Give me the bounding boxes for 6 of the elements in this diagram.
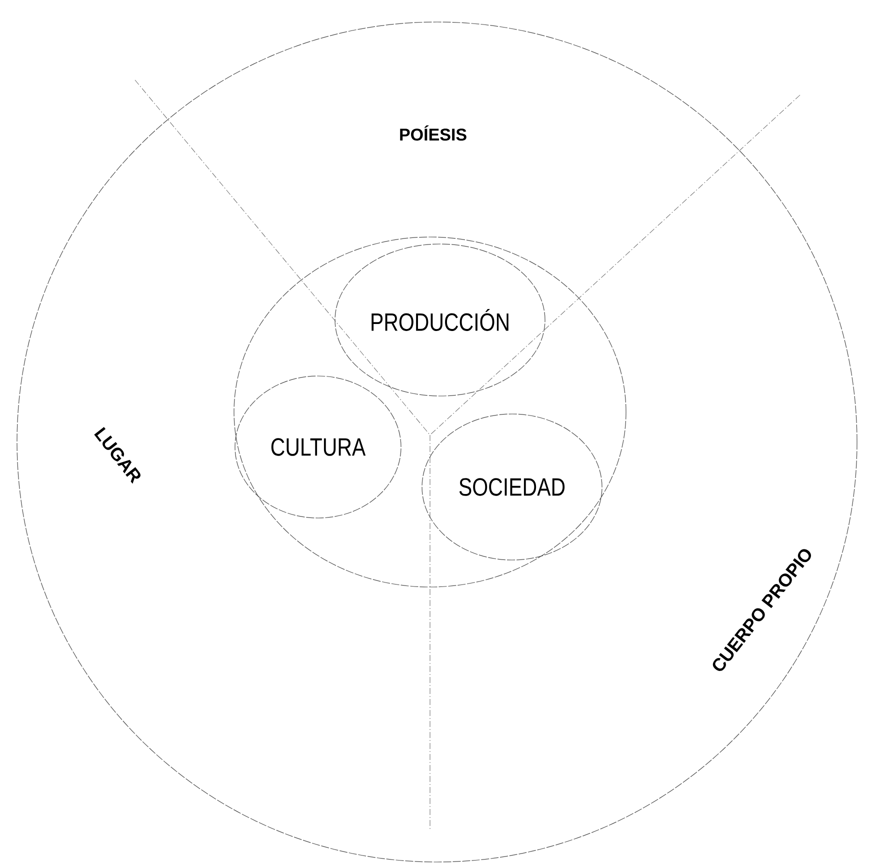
ellipse-node: CULTURA [234,376,402,518]
ellipse-node: PRODUCCIÓN [334,244,546,396]
circle-outline [16,22,858,862]
sector-label: POÍESIS [400,125,466,141]
ellipse-node: SOCIEDAD [422,414,602,560]
circle-outline [234,236,626,588]
